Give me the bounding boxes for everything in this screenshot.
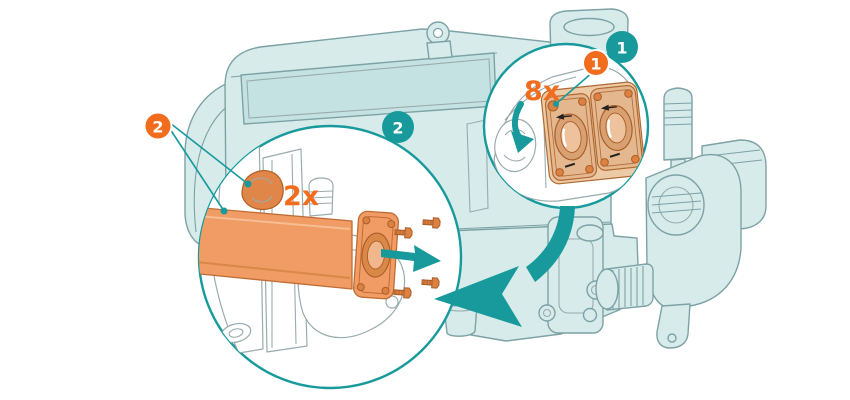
oil-sump xyxy=(443,216,654,342)
step-badge-2: 2 xyxy=(382,111,414,143)
step-badge-2-number: 2 xyxy=(392,119,403,138)
valve-plate-right xyxy=(590,85,643,171)
cloth-wedge xyxy=(494,118,537,172)
step-badge-1-number: 1 xyxy=(616,39,627,58)
part-badge-1-number: 1 xyxy=(590,55,601,74)
flow-arrow xyxy=(434,206,575,327)
pump-housing xyxy=(645,154,742,349)
leader-line-1 xyxy=(556,71,594,104)
part-badge-2: 2 xyxy=(143,111,173,141)
exhaust-valve-part xyxy=(241,170,284,210)
magnifier-step2: 2x xyxy=(197,124,463,390)
step-badge-1: 1 xyxy=(606,31,638,63)
quantity-step2: 2x xyxy=(283,181,319,212)
magnifier-step1: 8x 1 xyxy=(482,42,650,210)
turn-arrow xyxy=(511,101,534,153)
magnified-content-step1 xyxy=(493,66,646,202)
filter-cartridge xyxy=(199,206,353,290)
drain-knob xyxy=(595,263,654,311)
leader-dot-2b xyxy=(220,207,228,215)
lifting-eye xyxy=(426,21,453,60)
leader-dot-2a xyxy=(244,180,252,188)
small-canister xyxy=(308,177,334,217)
leader-dot-1 xyxy=(553,101,559,107)
valve-plates xyxy=(540,81,646,185)
part-badge-1: 1 xyxy=(582,49,610,77)
part-badge-2-leaders xyxy=(169,122,252,215)
part-badge-2-number: 2 xyxy=(152,118,163,137)
insert-arrow xyxy=(381,245,441,272)
